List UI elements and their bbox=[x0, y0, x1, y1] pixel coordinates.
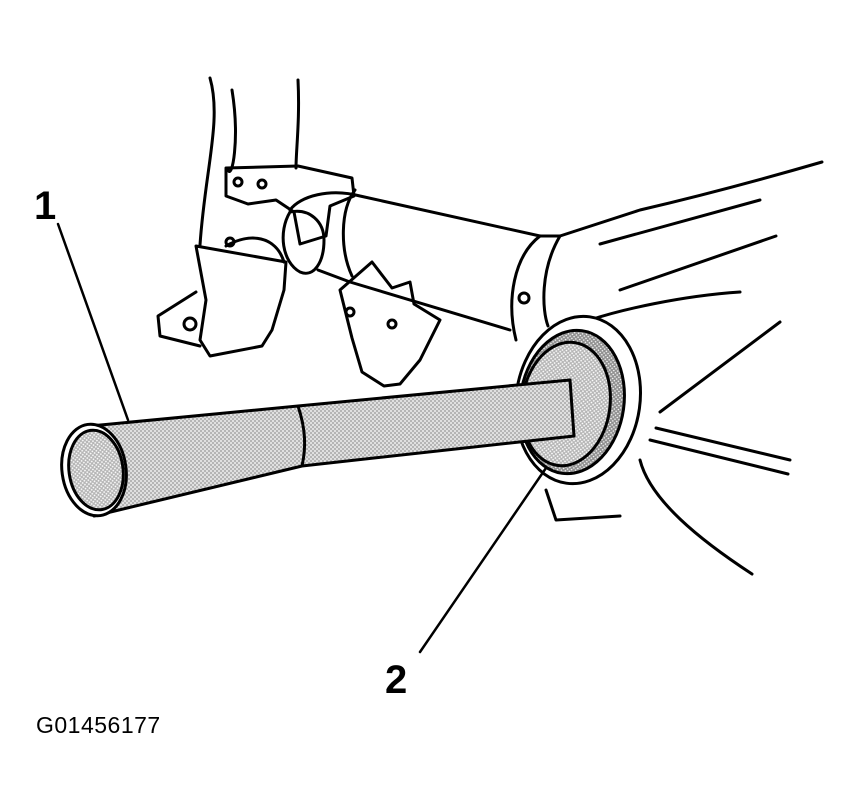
frame-line bbox=[544, 488, 622, 522]
bracket-hole bbox=[256, 178, 268, 190]
mount-plate-outline bbox=[294, 78, 301, 170]
housing-edge bbox=[341, 188, 357, 278]
leader-line-2 bbox=[418, 466, 548, 654]
lower-bracket bbox=[338, 260, 442, 388]
frame-line bbox=[658, 320, 782, 414]
housing-body bbox=[598, 198, 762, 246]
housing-end bbox=[542, 234, 562, 328]
mount-plate-outline bbox=[226, 88, 237, 174]
frame-line bbox=[654, 426, 792, 462]
callout-number-2: 2 bbox=[385, 658, 408, 702]
column-collar bbox=[281, 209, 326, 275]
housing-lower bbox=[588, 290, 742, 322]
frame-line bbox=[638, 458, 754, 576]
upper-bracket bbox=[224, 164, 356, 246]
bracket-hole bbox=[232, 176, 244, 188]
bracket-strap bbox=[224, 236, 286, 264]
seal-installer-tool bbox=[60, 378, 576, 518]
figure-id-label: G01456177 bbox=[36, 712, 161, 738]
upper-bracket-flange bbox=[194, 244, 288, 358]
column-housing bbox=[288, 160, 824, 238]
bracket-hole bbox=[386, 318, 398, 330]
frame-line bbox=[648, 438, 790, 476]
mount-plate-outline bbox=[198, 76, 216, 247]
foot-bolt bbox=[182, 316, 198, 332]
mount-foot bbox=[156, 290, 202, 348]
leader-line-1 bbox=[56, 222, 130, 422]
housing-end bbox=[510, 234, 542, 342]
bracket-hole bbox=[344, 306, 356, 318]
callout-number-1: 1 bbox=[34, 184, 57, 228]
housing-hole bbox=[517, 291, 531, 305]
housing-body bbox=[618, 234, 778, 292]
